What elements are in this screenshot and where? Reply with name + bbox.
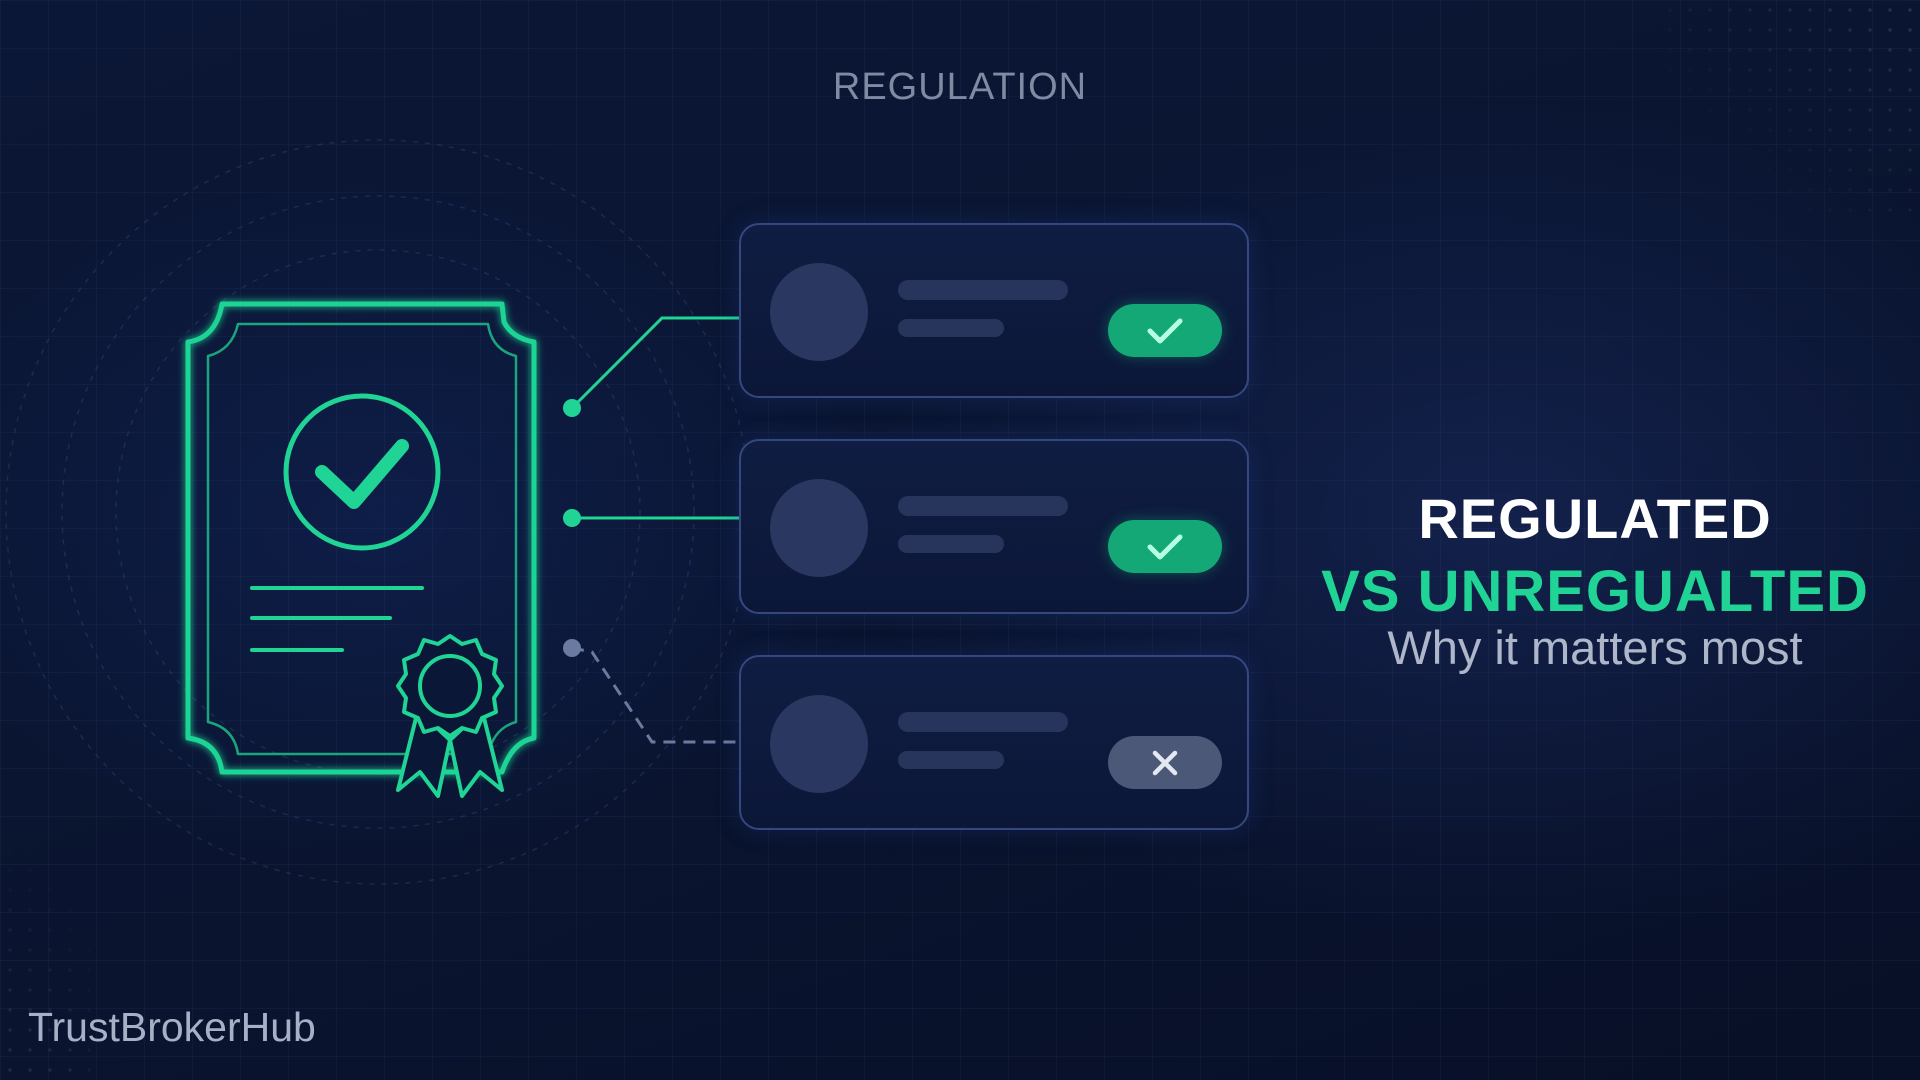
check-icon — [1147, 534, 1183, 559]
dot-pattern-bottom-left — [0, 820, 90, 1080]
dot-pattern-top-right — [1660, 0, 1920, 220]
award-ribbon-icon — [396, 634, 504, 798]
certificate-icon — [185, 301, 537, 775]
placeholder-line — [898, 751, 1004, 769]
connector-lines — [563, 316, 739, 744]
unregulated-badge — [1108, 736, 1222, 789]
placeholder-line — [898, 280, 1068, 300]
headline-regulated: REGULATED — [1418, 487, 1772, 550]
regulated-badge — [1108, 520, 1222, 573]
check-icon — [1147, 318, 1183, 343]
broker-card-unregulated — [739, 655, 1249, 830]
placeholder-line — [898, 496, 1068, 516]
regulated-badge — [1108, 304, 1222, 357]
placeholder-line — [898, 319, 1004, 337]
headline-vs-unregulated: VS UNREGUALTED — [1321, 559, 1869, 624]
broker-card-regulated-1 — [739, 223, 1249, 398]
avatar — [770, 695, 868, 793]
brand-logo-text: TrustBrokerHub — [28, 1004, 316, 1050]
section-title: REGULATION — [832, 66, 1088, 108]
avatar — [770, 263, 868, 361]
placeholder-line — [898, 535, 1004, 553]
broker-card-regulated-2 — [739, 439, 1249, 614]
headline-subtitle: Why it matters most — [1387, 621, 1803, 674]
placeholder-line — [898, 712, 1068, 732]
avatar — [770, 479, 868, 577]
x-icon — [1152, 750, 1178, 775]
